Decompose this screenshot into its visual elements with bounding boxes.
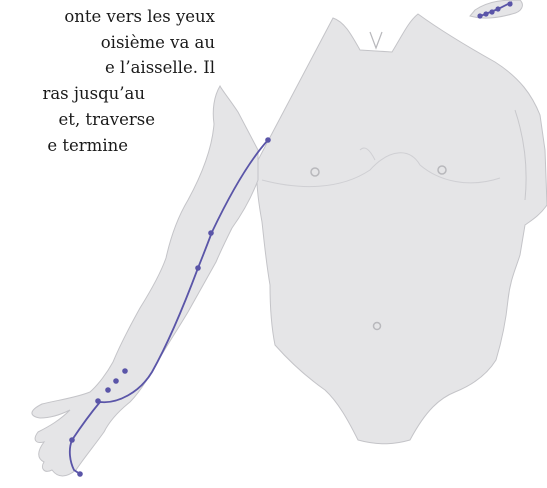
arm-point-9 <box>77 471 83 477</box>
hand-point-4 <box>495 6 500 11</box>
hand-point-5 <box>507 1 512 6</box>
arm-point-8 <box>69 437 75 443</box>
arm-point-4 <box>122 368 128 374</box>
arm-point-5 <box>113 378 119 384</box>
arm-point-1 <box>265 137 271 143</box>
hand-point-2 <box>483 11 488 16</box>
arm-point-2 <box>208 230 214 236</box>
arm-point-6 <box>105 387 111 393</box>
arm-point-7 <box>95 398 101 404</box>
hand-point-1 <box>477 13 482 18</box>
arm-silhouette <box>32 86 258 476</box>
arm-point-3 <box>195 265 201 271</box>
hand-point-3 <box>489 9 494 14</box>
neck-notch <box>370 32 382 48</box>
torso-silhouette <box>257 14 547 444</box>
